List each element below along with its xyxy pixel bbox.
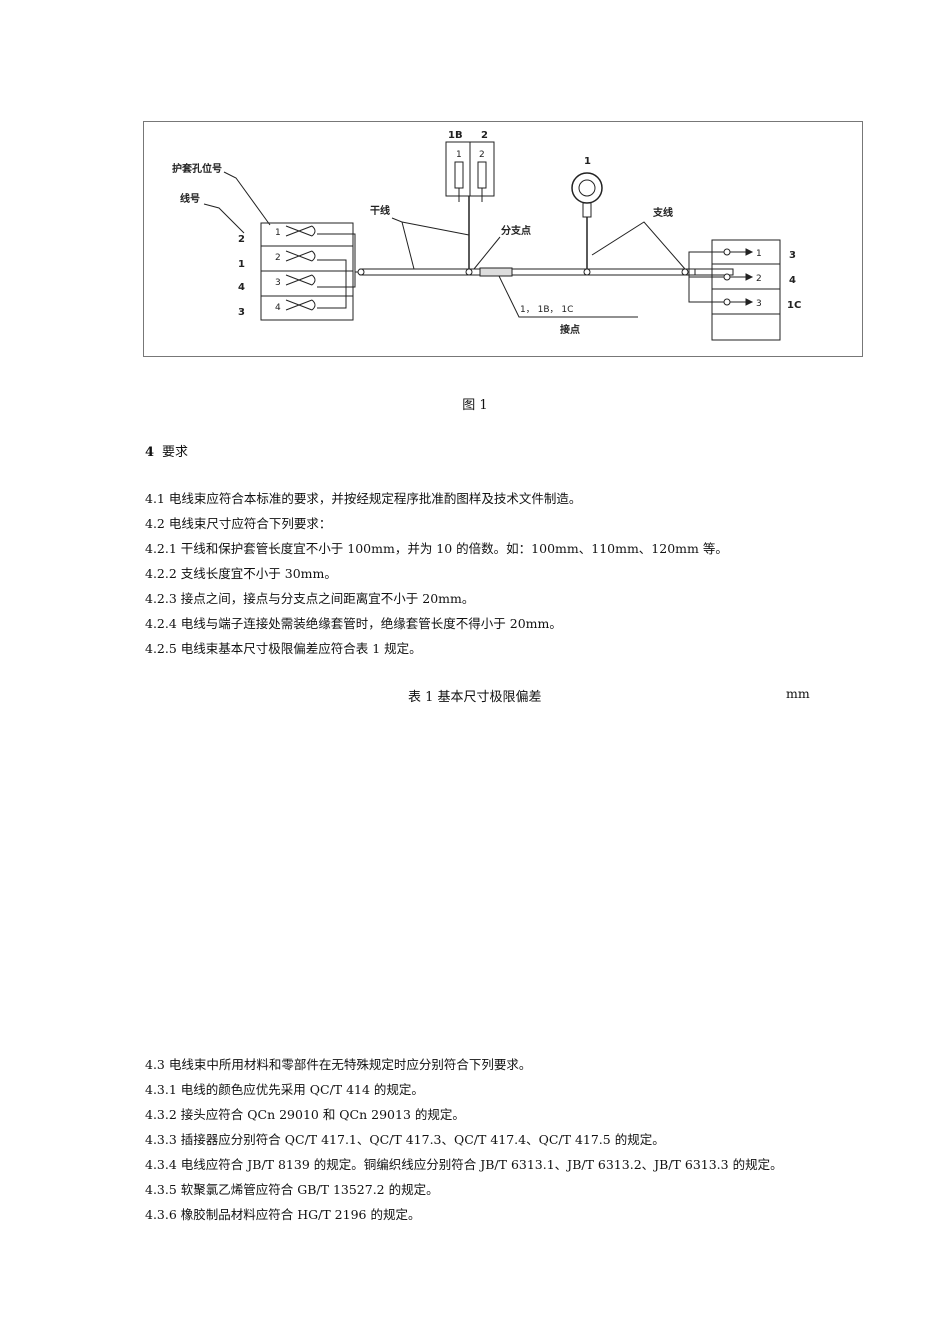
wire-number-1: 1 bbox=[238, 259, 245, 270]
table-unit: mm bbox=[786, 686, 810, 701]
para-4-3: 4.3 电线束中所用材料和零部件在无特殊规定时应分别符合下列要求。 bbox=[145, 1057, 532, 1072]
top-pin-2: 2 bbox=[479, 150, 485, 160]
branch-point-label: 分支点 bbox=[501, 224, 531, 237]
para-4-3-5: 4.3.5 软聚氯乙烯管应符合 GB/T 13527.2 的规定。 bbox=[145, 1182, 439, 1197]
wire-number-4: 4 bbox=[238, 282, 245, 293]
right-wire-4: 4 bbox=[789, 275, 796, 286]
right-pin-3: 3 bbox=[756, 299, 762, 309]
left-pin-3: 3 bbox=[275, 278, 281, 288]
wire-no-label: 线号 bbox=[180, 192, 200, 205]
para-4-3-1: 4.3.1 电线的颜色应优先采用 QC/T 414 的规定。 bbox=[145, 1082, 424, 1097]
top-pin-1: 1 bbox=[456, 150, 462, 160]
left-pin-4: 4 bbox=[275, 303, 281, 313]
para-4-2-2: 4.2.2 支线长度宜不小于 30mm。 bbox=[145, 566, 337, 581]
branch-label: 支线 bbox=[652, 206, 673, 219]
para-4-1: 4.1 电线束应符合本标准的要求，并按经规定程序批准酌图样及技术文件制造。 bbox=[145, 491, 582, 506]
para-4-2-4: 4.2.4 电线与端子连接处需装绝缘套管时，绝缘套管长度不得小于 20mm。 bbox=[145, 616, 562, 631]
left-pin-symbols bbox=[285, 225, 316, 311]
wiring-harness-diagram: 1 2 3 4 2 1 4 3 护套孔位号 线号 bbox=[143, 121, 863, 357]
para-4-3-4: 4.3.4 电线应符合 JB/T 8139 的规定。铜编织线应分别符合 JB/T… bbox=[145, 1157, 783, 1172]
right-wire-3: 3 bbox=[789, 250, 796, 261]
wire-number-2: 2 bbox=[238, 234, 245, 245]
wiring-diagram-svg: 1 2 3 4 2 1 4 3 护套孔位号 线号 bbox=[172, 130, 801, 341]
para-4-3-3: 4.3.3 插接器应分别符合 QC/T 417.1、QC/T 417.3、QC/… bbox=[145, 1132, 665, 1147]
sheath-hole-label: 护套孔位号 bbox=[172, 162, 222, 175]
top-connector-2: 2 bbox=[481, 130, 488, 141]
section-title-text: 要求 bbox=[162, 445, 189, 460]
section-number: 4 bbox=[145, 445, 155, 460]
splice-sleeve bbox=[479, 267, 513, 277]
wire-number-3: 3 bbox=[238, 307, 245, 318]
right-pin-1: 1 bbox=[756, 249, 762, 259]
right-pin-2: 2 bbox=[756, 274, 762, 284]
para-4-2: 4.2 电线束尺寸应符合下列要求： bbox=[145, 516, 332, 531]
splice-label: 接点 bbox=[560, 323, 580, 336]
para-4-2-1: 4.2.1 干线和保护套管长度宜不小于 100mm，并为 10 的倍数。如：10… bbox=[145, 541, 728, 556]
section-heading: 4 要求 bbox=[145, 441, 188, 460]
para-4-2-5: 4.2.5 电线束基本尺寸极限偏差应符合表 1 规定。 bbox=[145, 641, 422, 656]
splice-ids-label: 1， 1B， 1C bbox=[520, 305, 573, 315]
left-pin-2: 2 bbox=[275, 253, 281, 263]
para-4-2-3: 4.2.3 接点之间，接点与分支点之间距离宜不小于 20mm。 bbox=[145, 591, 475, 606]
ring-terminal-1: 1 bbox=[584, 156, 591, 167]
figure-caption: 图 1 bbox=[462, 398, 488, 413]
top-connector-1B: 1B bbox=[448, 130, 463, 141]
para-4-3-6: 4.3.6 橡胶制品材料应符合 HG/T 2196 的规定。 bbox=[145, 1207, 421, 1222]
trunk-wire bbox=[359, 268, 696, 276]
ring-terminal bbox=[571, 172, 603, 204]
trunk-label: 干线 bbox=[370, 204, 390, 217]
para-4-3-2: 4.3.2 接头应符合 QCn 29010 和 QCn 29013 的规定。 bbox=[145, 1107, 465, 1122]
table-caption: 表 1 基本尺寸极限偏差 bbox=[408, 690, 542, 705]
right-wire-1C: 1C bbox=[787, 300, 801, 311]
left-pin-1: 1 bbox=[275, 228, 281, 238]
right-connector bbox=[711, 239, 781, 341]
